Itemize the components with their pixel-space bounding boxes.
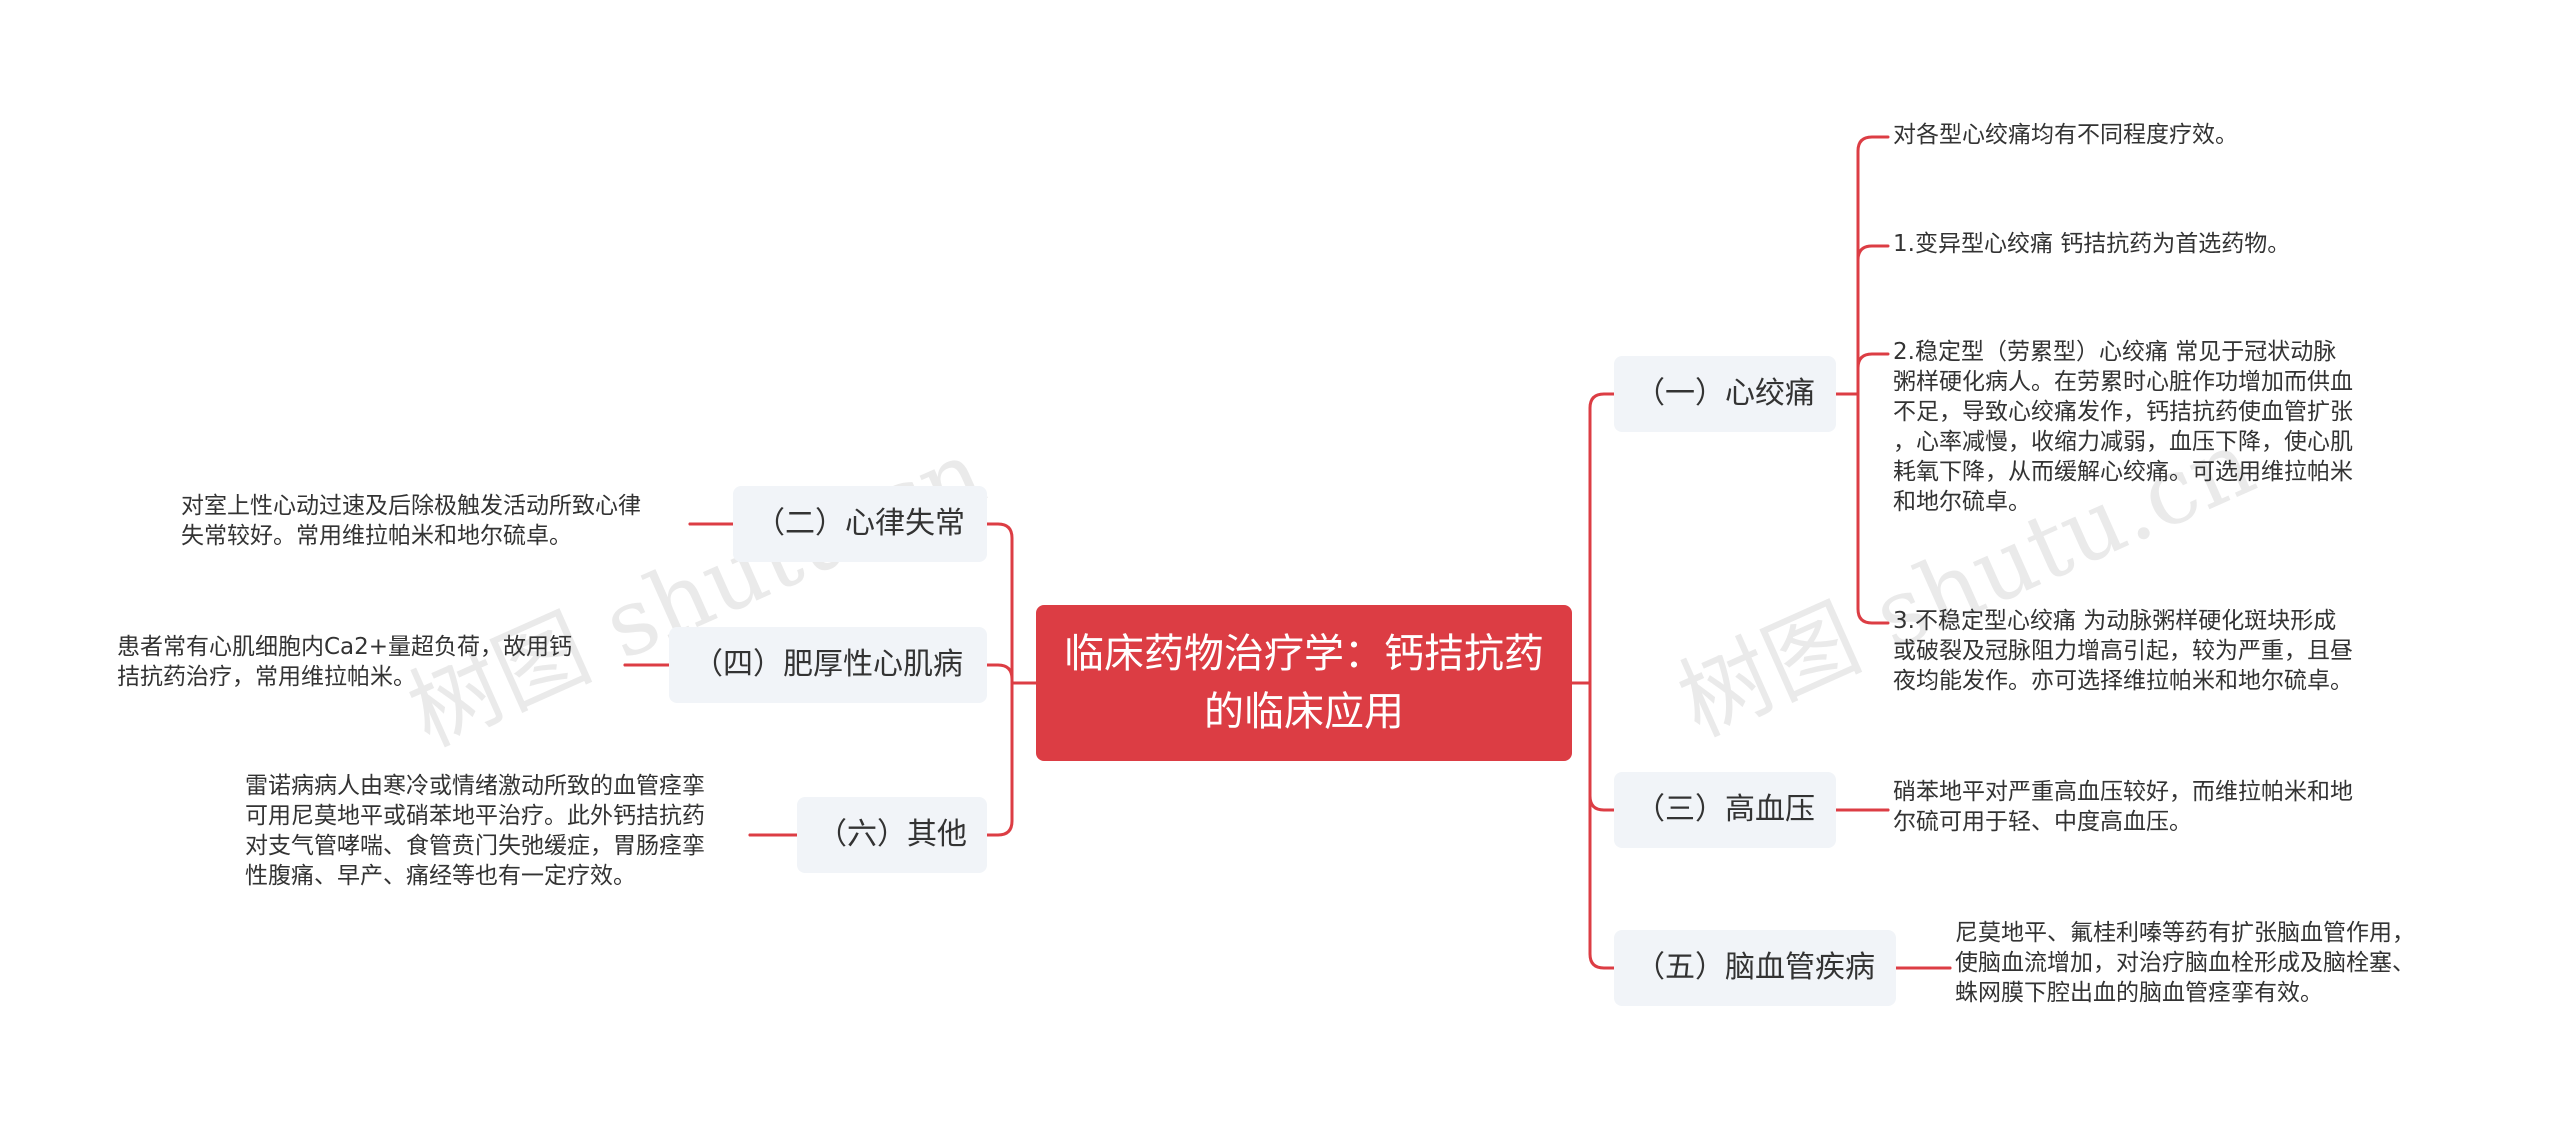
leaf-hypertension: 硝苯地平对严重高血压较好，而维拉帕米和地 尔硫可用于轻、中度高血压。 bbox=[1893, 779, 2353, 835]
root-right-link-1 bbox=[1588, 681, 1616, 812]
leaf-angina-variant: 1.变异型心绞痛 钙拮抗药为首选药物。 bbox=[1893, 231, 2291, 257]
topic-cardiomyopathy[interactable]: （四）肥厚性心肌病 bbox=[669, 627, 987, 703]
leaf-other: 雷诺病病人由寒冷或情绪激动所致的血管痉挛 可用尼莫地平或硝苯地平治疗。此外钙拮抗… bbox=[245, 773, 705, 889]
angina-link-1 bbox=[1856, 244, 1890, 396]
topic-hypertension[interactable]: （三）高血压 bbox=[1614, 772, 1836, 848]
root-topic[interactable]: 临床药物治疗学：钙拮抗药的临床应用 bbox=[1036, 605, 1572, 761]
angina-link-0 bbox=[1856, 135, 1890, 396]
topic-cerebrovascular[interactable]: （五）脑血管疾病 bbox=[1614, 930, 1896, 1006]
root-right-link-0 bbox=[1588, 392, 1616, 685]
leaf-angina-general: 对各型心绞痛均有不同程度疗效。 bbox=[1893, 122, 2238, 148]
root-left-link-2 bbox=[985, 681, 1014, 837]
angina-link-2 bbox=[1856, 352, 1890, 396]
root-right-link-2 bbox=[1588, 681, 1616, 970]
leaf-cardiomyopathy: 患者常有心肌细胞内Ca2+量超负荷，故用钙 拮抗药治疗，常用维拉帕米。 bbox=[117, 634, 573, 690]
angina-link-3 bbox=[1856, 392, 1890, 625]
leaf-arrhythmia: 对室上性心动过速及后除极触发活动所致心律 失常较好。常用维拉帕米和地尔硫卓。 bbox=[181, 493, 641, 549]
root-left-link-1 bbox=[985, 663, 1014, 685]
topic-angina[interactable]: （一）心绞痛 bbox=[1614, 356, 1836, 432]
leaf-angina-unstable: 3.不稳定型心绞痛 为动脉粥样硬化斑块形成 或破裂及冠脉阻力增高引起，较为严重，… bbox=[1893, 608, 2353, 694]
root-left-link-0 bbox=[985, 522, 1014, 685]
topic-other[interactable]: （六）其他 bbox=[797, 797, 987, 873]
leaf-cerebrovascular: 尼莫地平、氟桂利嗪等药有扩张脑血管作用， 使脑血流增加，对治疗脑血栓形成及脑栓塞… bbox=[1955, 920, 2415, 1006]
leaf-angina-stable: 2.稳定型（劳累型）心绞痛 常见于冠状动脉 粥样硬化病人。在劳累时心脏作功增加而… bbox=[1893, 339, 2353, 515]
topic-arrhythmia[interactable]: （二）心律失常 bbox=[733, 486, 987, 562]
